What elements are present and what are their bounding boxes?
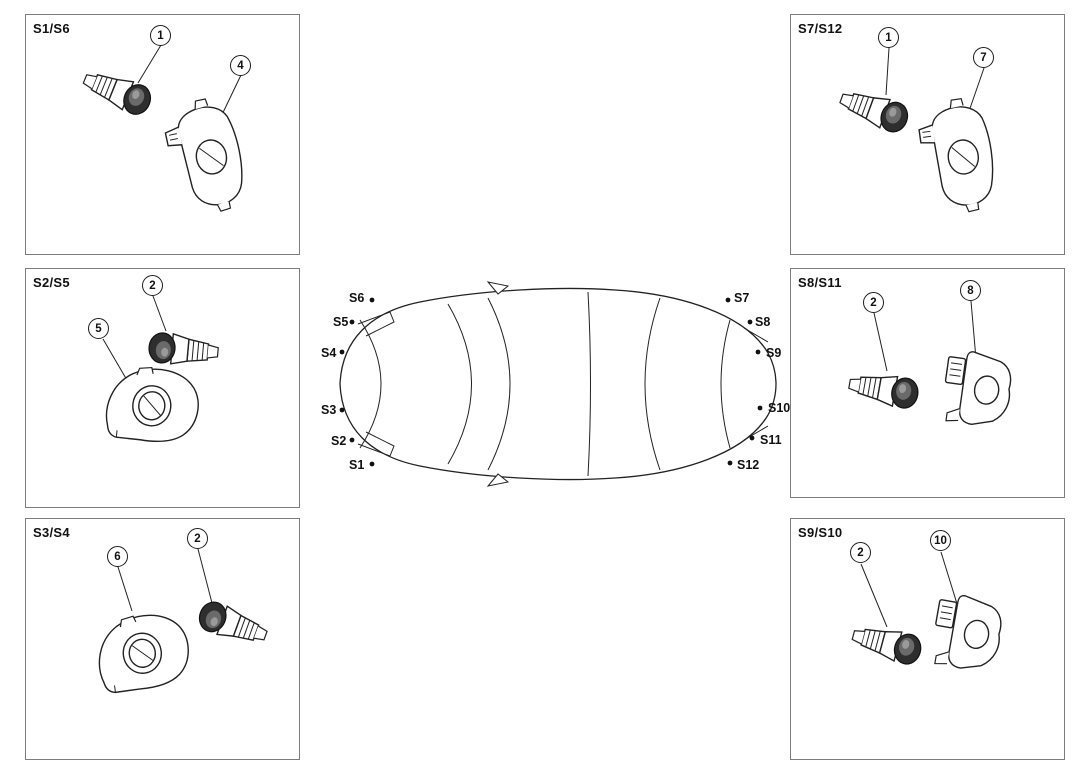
bracket-drawing [103,362,203,447]
car-position-label-s11: S11 [760,433,782,447]
bracket-drawing [939,347,1016,430]
bracket-drawing [92,608,194,696]
panel-s9-s10: S9/S10 2 10 [790,518,1065,760]
panel-label-s9-s10: S9/S10 [798,525,843,540]
car-rear-window-line [644,297,661,471]
callout-number: 4 [237,59,244,72]
car-position-label-s8: S8 [755,315,771,329]
car-mirror-bottom [486,473,510,487]
sensor-tick-s2 [349,437,355,443]
callout-2: 2 [850,542,871,563]
sensor-tick-s8 [747,319,753,325]
sensor-drawing [147,331,220,369]
car-taillight-bottom [743,425,769,441]
callout-number: 10 [934,534,947,547]
sensor-tick-s5 [349,319,355,325]
callout-10: 10 [930,530,951,551]
callout-number: 6 [114,550,121,563]
callout-number: 2 [149,279,156,292]
panel-s7-s12: S7/S12 1 7 [790,14,1065,255]
callout-1: 1 [150,25,171,46]
callout-number: 7 [980,51,987,64]
callout-number: 2 [857,546,864,559]
callout-7: 7 [973,47,994,68]
car-position-label-s3: S3 [321,403,337,417]
car-position-label-s9: S9 [766,346,782,360]
callout-number: 2 [194,532,201,545]
panel-s2-s5: S2/S5 2 5 [25,268,300,508]
parts-drawing-s8-s11 [846,300,1016,430]
parts-drawing-s9-s10 [848,551,1007,675]
panel-label-s1-s6: S1/S6 [33,21,70,36]
parts-drawing-s3-s4 [92,548,272,696]
sensor-tick-s12 [727,460,733,466]
sensor-drawing [194,597,272,651]
sensor-tick-s4 [339,349,345,355]
parts-drawing-s2-s5 [102,295,220,447]
sensor-drawing [846,367,921,411]
sensor-tick-s3 [339,407,345,413]
bracket-drawing [928,590,1007,675]
panel-label-s2-s5: S2/S5 [33,275,70,290]
car-roof-front-line [487,297,511,471]
car-position-label-s12: S12 [737,458,760,472]
panel-s8-s11: S8/S11 2 8 [790,268,1065,498]
callout-4: 4 [230,55,251,76]
car-position-label-s10: S10 [768,401,791,415]
sensor-drawing [848,619,925,668]
parts-drawing-s1-s6 [78,44,252,220]
callout-number: 8 [967,284,974,297]
sensor-drawing [835,83,913,137]
sensor-tick-s10 [757,405,763,411]
parts-drawing-s7-s12 [835,47,1000,218]
bracket-drawing [914,94,1000,218]
sensor-tick-s6 [369,297,375,303]
car-body-outline [339,287,777,481]
sensor-tick-s7 [725,297,731,303]
car-roof-mid-line [587,291,591,477]
car-position-label-s5: S5 [333,315,349,329]
sensor-tick-s1 [369,461,375,467]
car-headlight-bottom [357,431,395,457]
car-top-view [339,281,777,487]
panel-label-s3-s4: S3/S4 [33,525,70,540]
sensor-tick-s9 [755,349,761,355]
panel-s3-s4: S3/S4 6 2 [25,518,300,760]
car-position-label-s7: S7 [734,291,750,305]
callout-1: 1 [878,27,899,48]
callout-number: 1 [885,31,892,44]
callout-number: 1 [157,29,164,42]
car-position-label-s2: S2 [331,434,347,448]
car-trunk-line [720,319,731,449]
car-position-label-s1: S1 [349,458,365,472]
callout-2: 2 [142,275,163,296]
panel-s1-s6: S1/S6 1 4 [25,14,300,255]
callout-number: 5 [95,322,102,335]
bracket-drawing [159,93,252,220]
car-position-label-s4: S4 [321,346,337,360]
car-windshield-line [447,303,472,465]
callout-number: 2 [870,296,877,309]
callout-2: 2 [187,528,208,549]
callout-2: 2 [863,292,884,313]
car-hood-line [359,319,382,449]
car-position-label-s6: S6 [349,291,365,305]
car-taillight-top [743,327,769,343]
panel-label-s8-s11: S8/S11 [798,275,842,290]
panel-label-s7-s12: S7/S12 [798,21,843,36]
sensor-tick-s11 [749,435,755,441]
car-mirror-top [486,281,510,295]
car-headlight-top [357,311,395,337]
sensor-drawing [78,63,156,119]
callout-5: 5 [88,318,109,339]
callout-6: 6 [107,546,128,567]
callout-8: 8 [960,280,981,301]
